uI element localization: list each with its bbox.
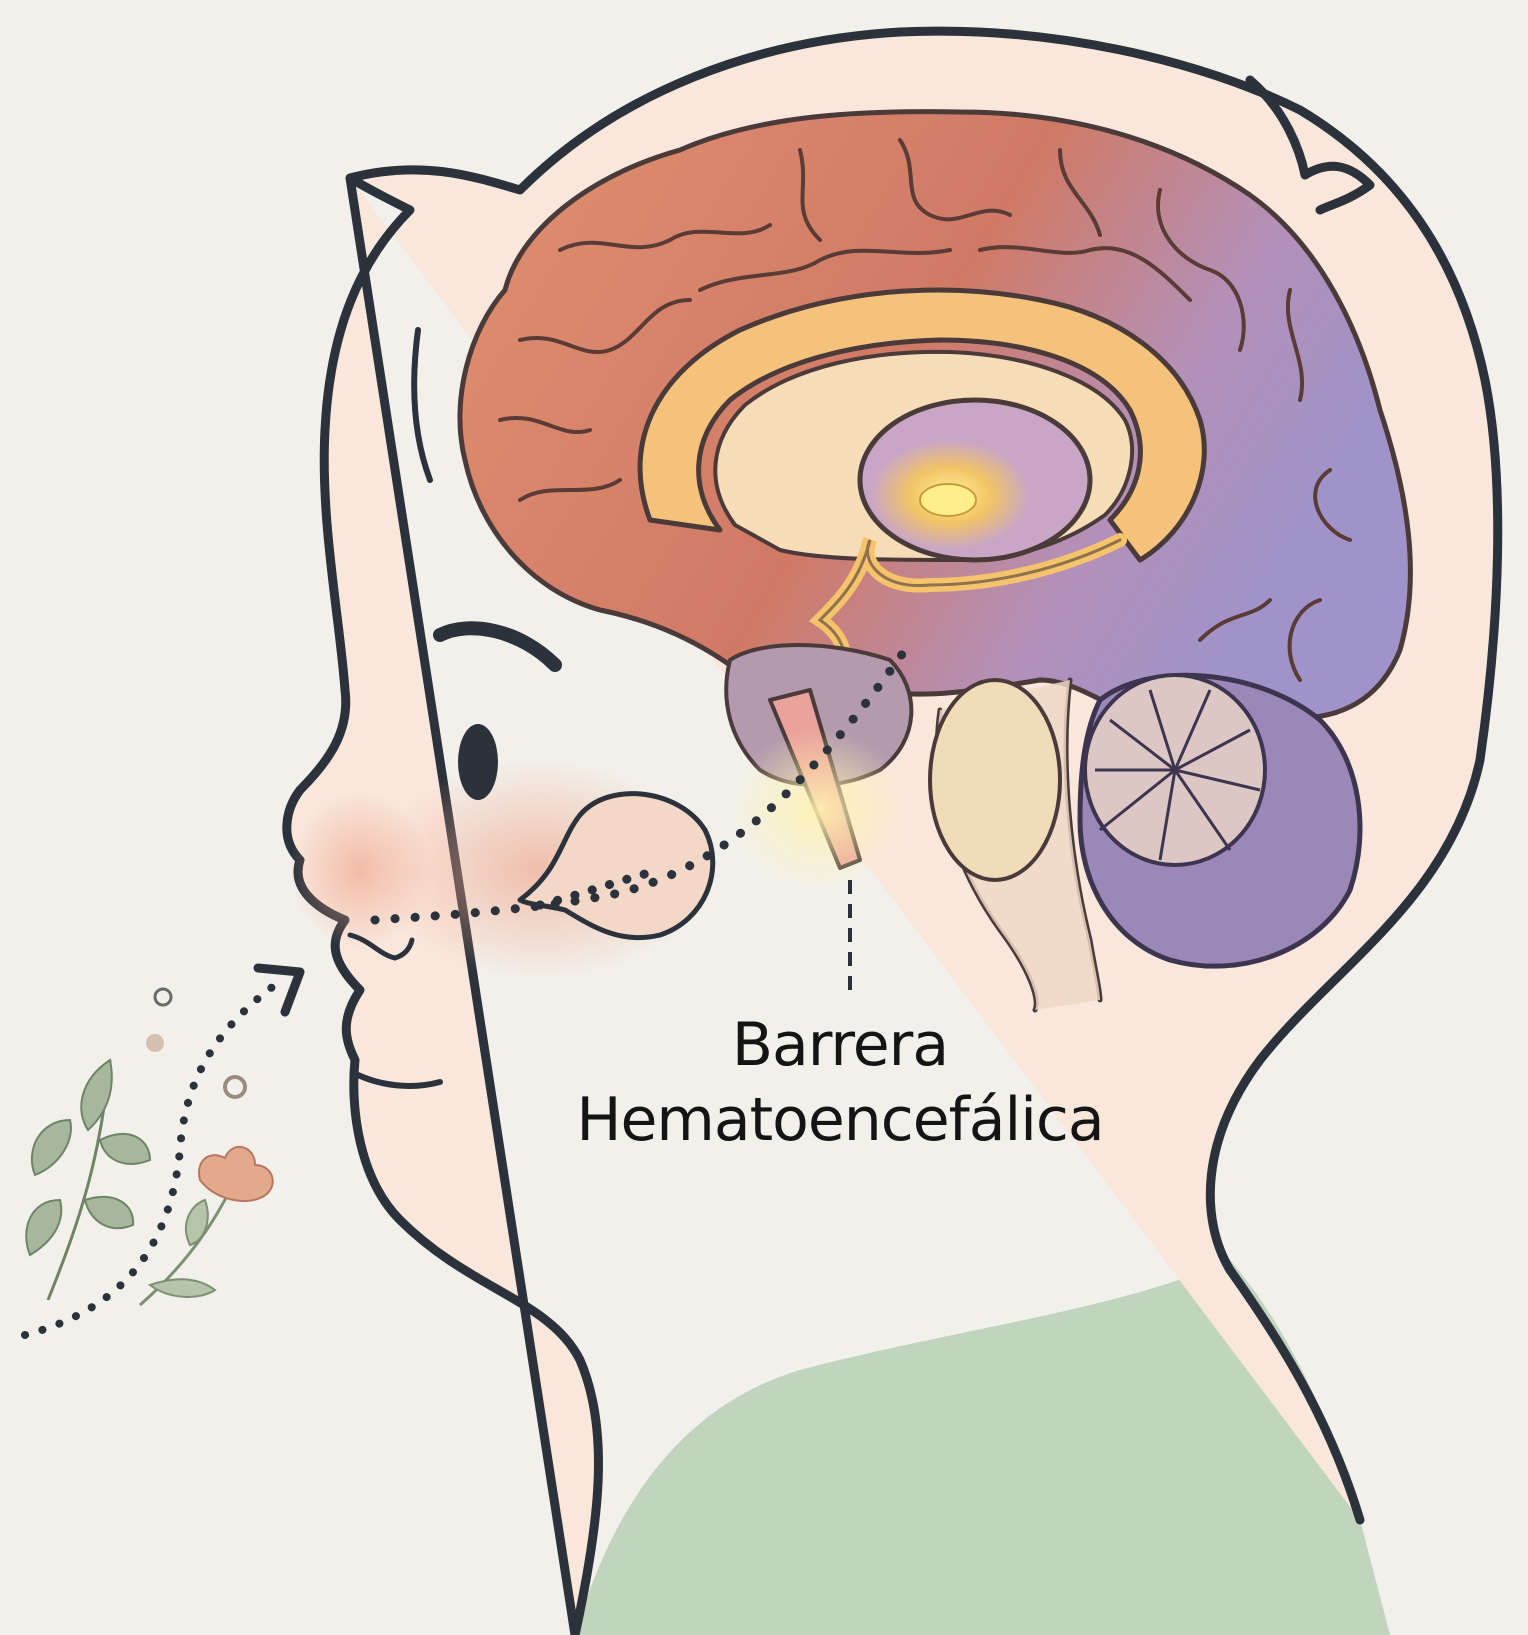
temple-line bbox=[414, 330, 430, 480]
label-line-1: Barrera bbox=[540, 1010, 1140, 1080]
nose-blush bbox=[290, 790, 430, 950]
barrier-glow bbox=[730, 730, 910, 890]
eye bbox=[458, 724, 498, 800]
leaf-icon bbox=[26, 1060, 150, 1300]
particle bbox=[225, 1077, 245, 1097]
shirt bbox=[575, 1260, 1390, 1635]
eyebrow bbox=[440, 628, 555, 665]
core bbox=[920, 484, 976, 516]
label-line-2: Hematoencefálica bbox=[540, 1085, 1140, 1155]
pons bbox=[930, 680, 1060, 880]
arrow-icon bbox=[258, 968, 300, 1012]
particle bbox=[146, 1034, 164, 1052]
particle bbox=[155, 989, 171, 1005]
